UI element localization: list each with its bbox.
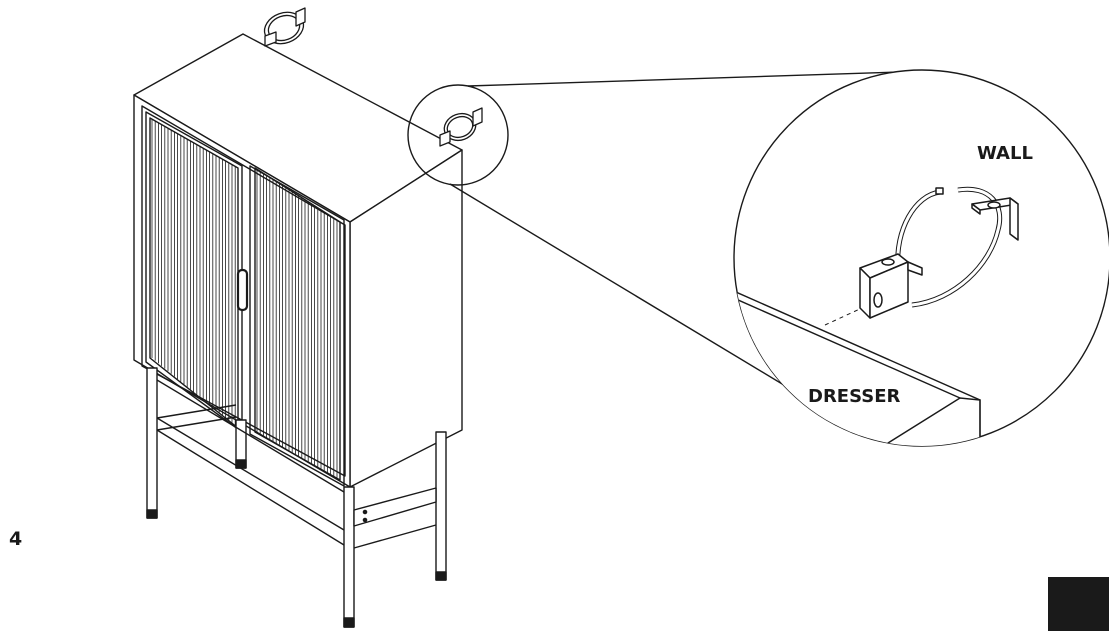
- anti-tip-strap-detail: [439, 107, 483, 147]
- cabinet-front-frame: [141, 105, 346, 477]
- right-door-fluting: [256, 168, 338, 479]
- cabinet-stand: [146, 367, 447, 628]
- right-door: [249, 165, 345, 487]
- detail-marker-circle: [407, 84, 509, 186]
- left-door: [145, 111, 243, 433]
- dresser-corner: [879, 397, 981, 446]
- cabinet-illustration: [133, 7, 901, 628]
- step-number: 4: [9, 528, 23, 550]
- screw-guide-dashes: [824, 307, 863, 326]
- leg-front-left: [146, 367, 158, 519]
- callout-line-bottom: [449, 183, 843, 421]
- leg-front-right: [343, 486, 355, 628]
- wall-label: WALL: [977, 143, 1033, 164]
- page-corner-tab: [1048, 577, 1109, 631]
- zoom-detail: WALL DRESSER: [733, 69, 1109, 447]
- leg-back-right: [435, 431, 447, 581]
- anti-tip-strap-top: [263, 7, 306, 47]
- zoomed-strap-and-brackets: [859, 186, 1019, 319]
- dresser-label: DRESSER: [808, 386, 901, 407]
- callout-line-top: [467, 71, 901, 87]
- door-handle: [236, 268, 249, 312]
- left-door-fluting: [151, 118, 236, 427]
